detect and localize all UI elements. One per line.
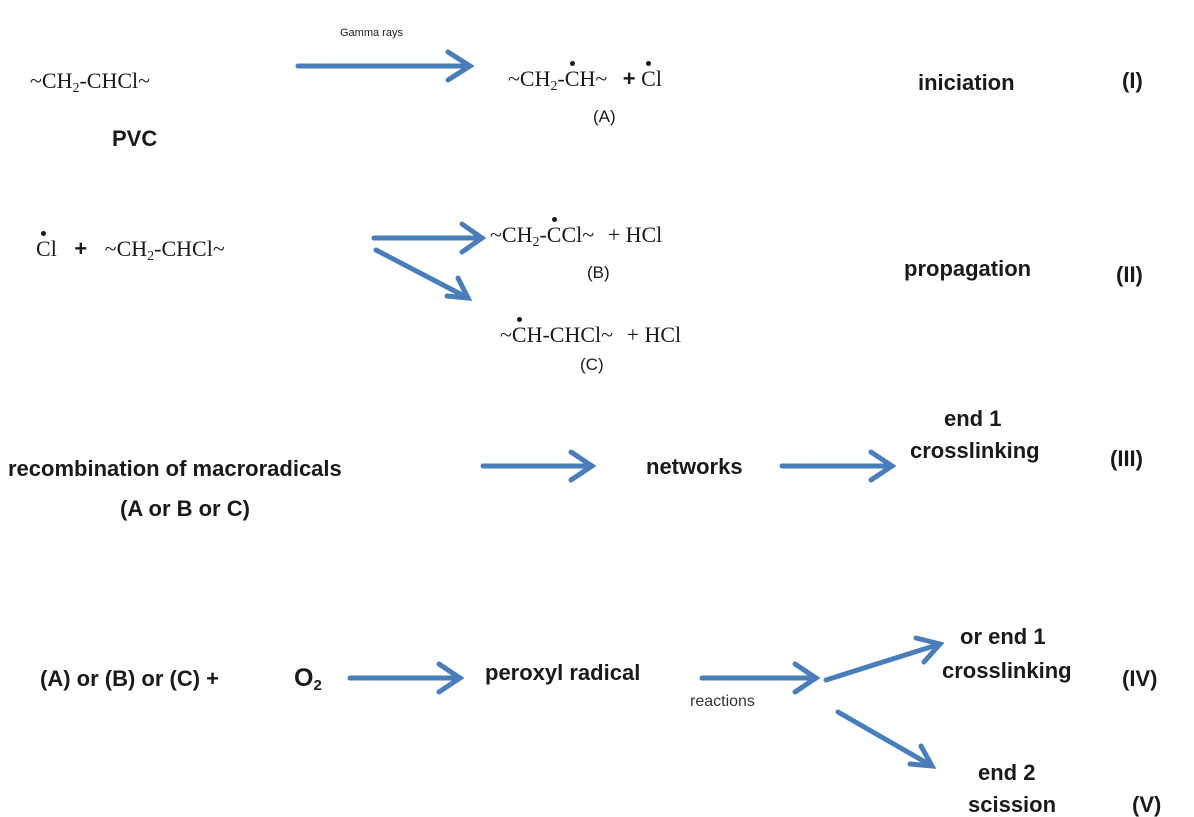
arrow-branch-crosslinking-head xyxy=(913,635,945,665)
radical-c-formula: ~CH-CHCl~ + HCl xyxy=(500,317,682,347)
arrow-branch-scission-head xyxy=(907,743,937,769)
arrow-initiation-head xyxy=(445,49,475,83)
recombination-sub: (A or B or C) xyxy=(120,496,250,521)
peroxyl-radical-label: peroxyl radical xyxy=(485,660,641,685)
roman-i: (I) xyxy=(1122,68,1143,93)
arrow-branch-crosslinking xyxy=(823,641,943,683)
radical-b-formula: ~CH2-CCl~ + HCl xyxy=(490,217,663,250)
roman-iv: (IV) xyxy=(1122,666,1158,691)
arrow-recombination-head xyxy=(568,449,597,483)
stage-propagation: propagation xyxy=(904,256,1032,281)
arrow-propagation-c-head xyxy=(444,275,473,301)
recombination-label: recombination of macroradicals xyxy=(8,456,342,481)
oxygen-formula: O2 xyxy=(294,664,322,694)
or-end1-label: or end 1 xyxy=(960,624,1046,649)
gamma-rays-label: Gamma rays xyxy=(340,27,403,39)
arrow-oxygen-head xyxy=(436,661,465,695)
networks-label: networks xyxy=(646,454,743,479)
propagation-reactant: Cl + ~CH2-CHCl~ xyxy=(36,231,225,264)
end2-label: end 2 xyxy=(978,760,1036,785)
stage-initiation: iniciation xyxy=(918,70,1015,95)
pvc-label: PVC xyxy=(112,126,158,151)
radical-c-label: (C) xyxy=(580,355,604,374)
scission-label: scission xyxy=(968,792,1057,817)
crosslinking-label: crosslinking xyxy=(910,438,1040,463)
crosslinking-branch-label: crosslinking xyxy=(942,658,1072,683)
radical-b-label: (B) xyxy=(587,263,610,282)
radical-a-formula: ~CH2-CH~ + Cl xyxy=(508,61,662,94)
arrow-propagation-b-head xyxy=(459,221,487,255)
arrow-networks-head xyxy=(868,449,897,483)
end1-label: end 1 xyxy=(944,406,1002,431)
reactions-label: reactions xyxy=(690,693,755,710)
oxidation-reactants: (A) or (B) or (C) + xyxy=(40,666,220,691)
arrow-reactions-head xyxy=(792,661,821,695)
arrow-branch-scission xyxy=(835,709,935,769)
arrow-propagation-c xyxy=(373,247,471,301)
roman-ii: (II) xyxy=(1116,262,1143,287)
roman-iii: (III) xyxy=(1110,446,1143,471)
pvc-formula: ~CH2-CHCl~ xyxy=(30,68,151,96)
roman-v: (V) xyxy=(1132,792,1162,817)
radical-a-label: (A) xyxy=(593,107,616,126)
